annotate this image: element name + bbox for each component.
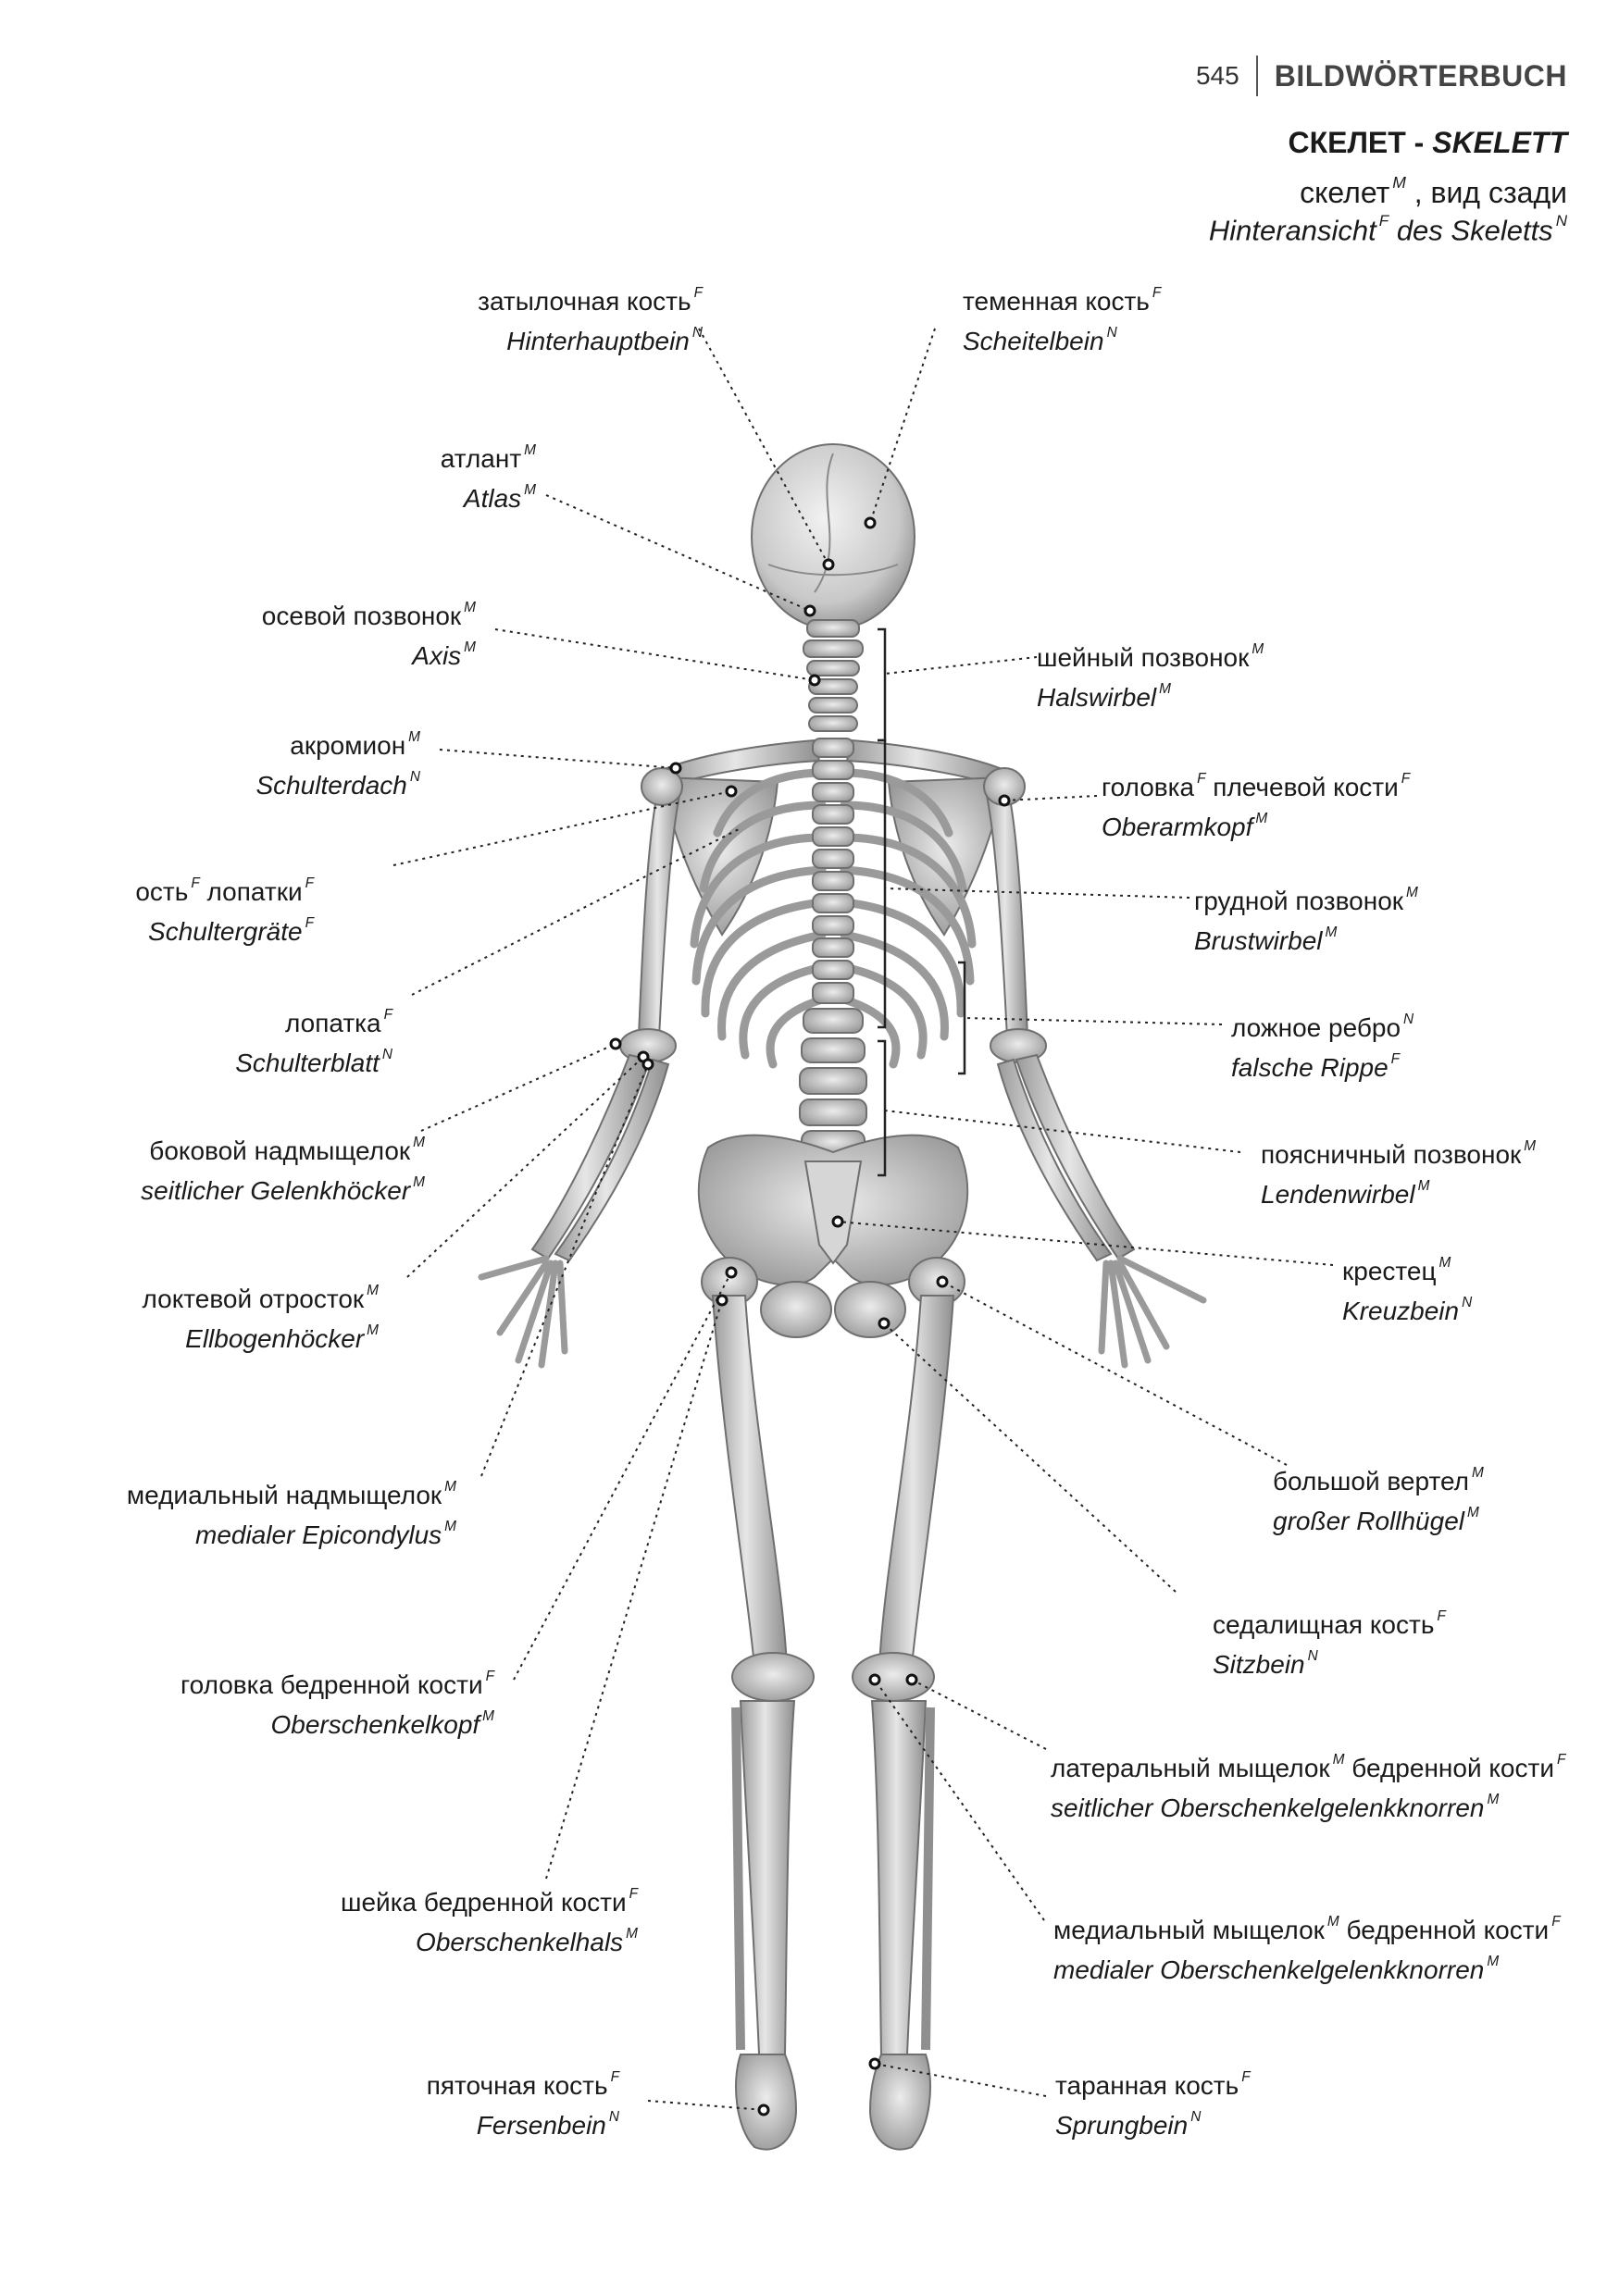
skeleton — [478, 443, 1207, 2151]
rib-cage — [690, 768, 977, 1069]
left-forearm-2 — [554, 1058, 670, 1262]
skull-suture — [814, 453, 834, 593]
cervical-bracket — [878, 627, 887, 742]
book-title: BILDWÖRTERBUCH — [1274, 58, 1567, 93]
right-hand — [1098, 1255, 1207, 1369]
right-foot — [868, 2054, 931, 2151]
left-humerus — [637, 783, 682, 1040]
right-femur — [878, 1295, 955, 1667]
page-number: 545 — [1195, 61, 1239, 90]
sacrum-bone — [803, 1160, 863, 1265]
left-fibula — [731, 1706, 745, 2051]
leader-lines — [392, 328, 1334, 2111]
right-humerus — [984, 783, 1029, 1040]
left-hand — [478, 1255, 568, 1369]
left-obturator — [760, 1281, 832, 1338]
right-tibia — [870, 1700, 928, 2055]
right-forearm-2 — [996, 1058, 1113, 1262]
header-divider — [1255, 56, 1258, 96]
pointer-markers — [609, 516, 1011, 2116]
skull — [751, 443, 915, 630]
page-header: 545 BILDWÖRTERBUCH — [1196, 54, 1567, 98]
left-knee — [731, 1652, 815, 1702]
left-tibia — [739, 1700, 796, 2055]
left-foot — [735, 2054, 798, 2151]
thoracic-bracket — [878, 738, 887, 1029]
false-rib-bracket — [958, 961, 966, 1075]
right-obturator — [834, 1281, 906, 1338]
right-fibula — [921, 1706, 935, 2051]
right-knee — [852, 1652, 935, 1702]
thoracic-lumbar-spine — [799, 738, 867, 1156]
lumbar-bracket — [878, 1039, 887, 1177]
left-femur — [711, 1295, 789, 1667]
cervical-spine — [803, 619, 864, 732]
page-title: СКЕЛЕТ - SKELETT — [1288, 126, 1567, 159]
range-brackets — [878, 627, 966, 1177]
